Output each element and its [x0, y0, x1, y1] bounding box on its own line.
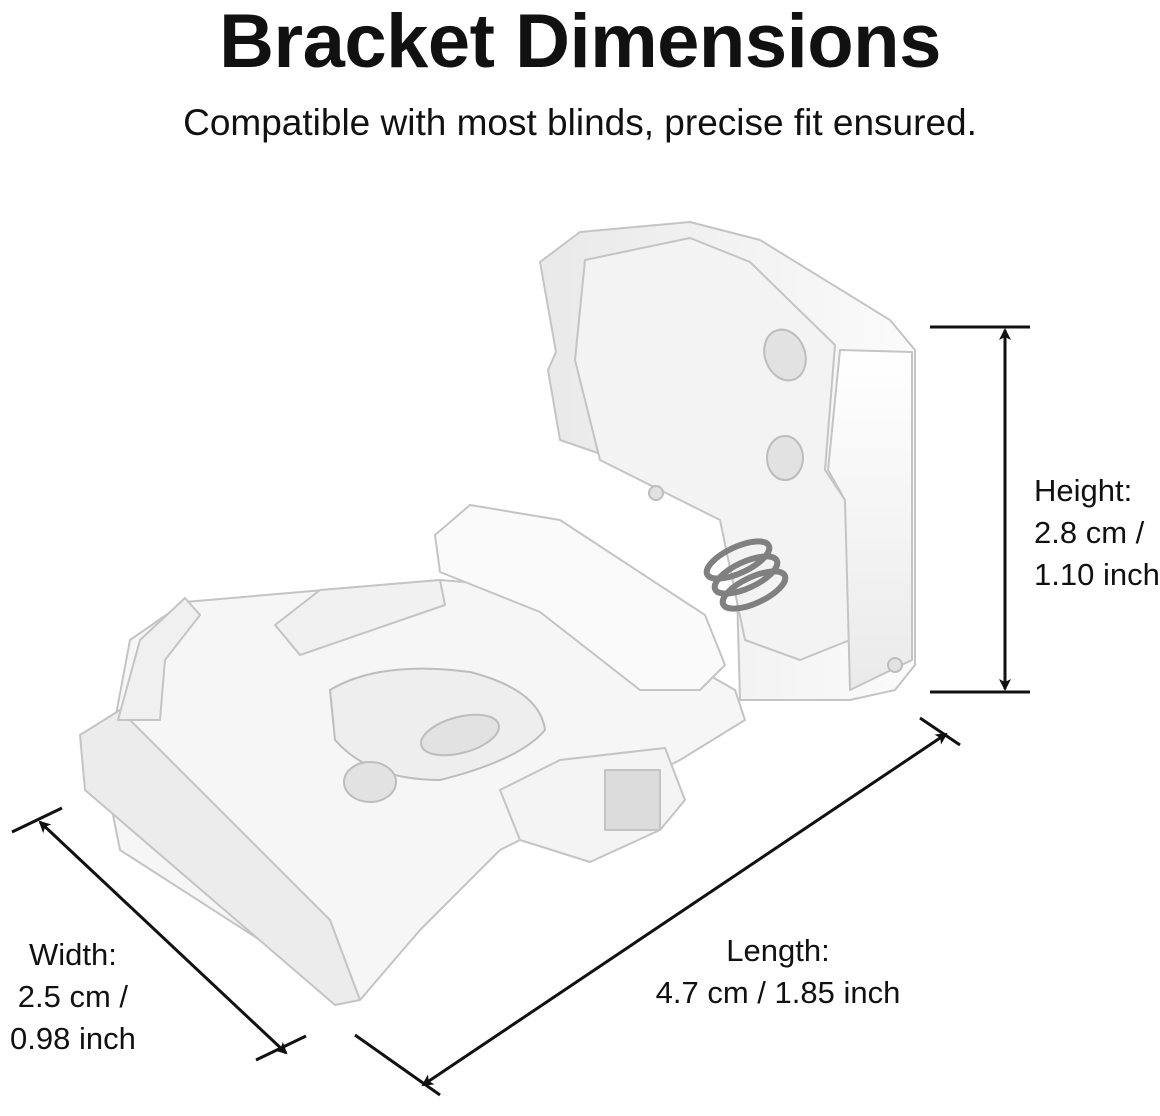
- dimension-lines: [11, 325, 1030, 1097]
- bracket-left-clip: [274, 579, 446, 656]
- width-imperial: 0.98 inch: [10, 1021, 136, 1056]
- height-caption: Height:: [1034, 473, 1133, 508]
- wall-pin-hole: [648, 485, 664, 501]
- width-arrow: [38, 820, 288, 1055]
- bracket-side-face: [827, 349, 913, 691]
- length-arrow: [421, 732, 948, 1087]
- bracket-slider: [434, 504, 726, 691]
- side-pin-hole: [887, 657, 903, 673]
- length-value: 4.7 cm / 1.85 inch: [655, 975, 901, 1010]
- bracket-spring: [703, 538, 789, 612]
- length-tick-left: [354, 1033, 441, 1097]
- height-metric: 2.8 cm /: [1034, 515, 1145, 550]
- length-caption: Length:: [726, 933, 830, 968]
- bracket-left-hook: [117, 597, 201, 721]
- width-tick-left: [11, 806, 63, 834]
- bracket-latch-window: [604, 769, 661, 831]
- page-title: Bracket Dimensions: [219, 0, 941, 84]
- wall-hole-lower: [766, 435, 804, 481]
- width-dimension-label: Width: 2.5 cm / 0.98 inch: [10, 934, 136, 1060]
- length-tick-right: [919, 716, 961, 747]
- length-dimension-label: Length: 4.7 cm / 1.85 inch: [600, 930, 956, 1014]
- width-caption: Width:: [28, 937, 117, 972]
- height-imperial: 1.10 inch: [1034, 557, 1160, 592]
- base-hole-round: [343, 761, 397, 803]
- height-dimension-label: Height: 2.8 cm / 1.10 inch: [1034, 470, 1160, 596]
- wall-hole-upper: [763, 328, 807, 382]
- page-subtitle: Compatible with most blinds, precise fit…: [183, 102, 977, 143]
- width-metric: 2.5 cm /: [17, 979, 129, 1014]
